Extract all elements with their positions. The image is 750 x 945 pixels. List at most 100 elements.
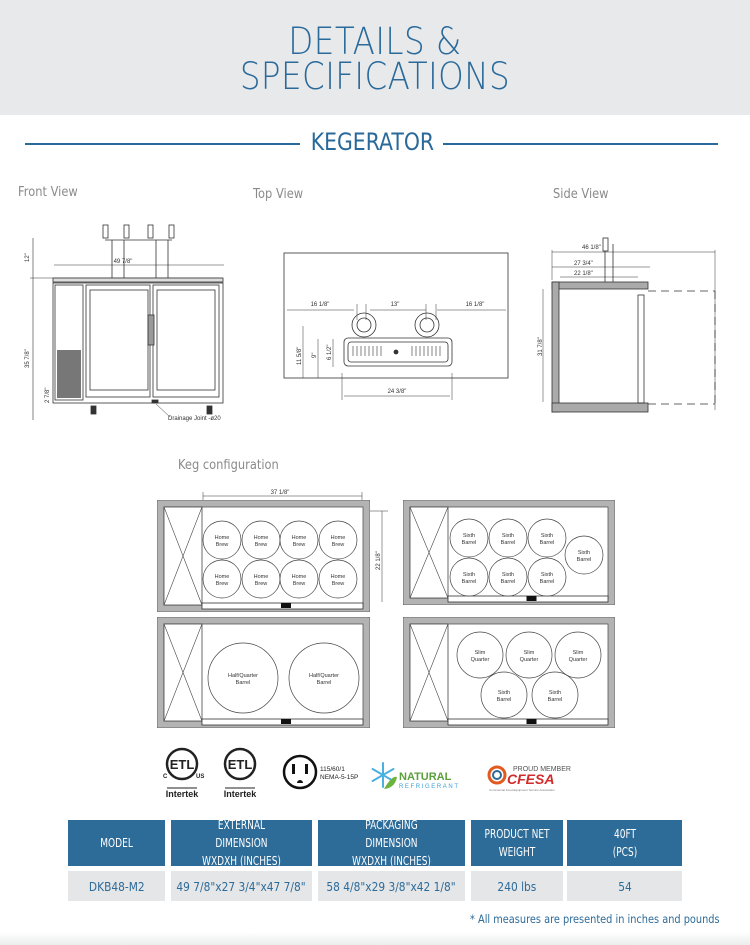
- svg-text:Quarter: Quarter: [471, 657, 490, 663]
- snowflake-icon: [371, 762, 395, 788]
- header-band: [0, 0, 750, 115]
- nema-plug-icon: 115/60/1 NEMA-5-15P: [282, 754, 358, 790]
- section-title: KEGERATOR: [310, 128, 435, 156]
- svg-text:Slim: Slim: [475, 650, 486, 656]
- top-left-dim: 16 1/8": [311, 302, 330, 308]
- svg-text:US: US: [196, 774, 204, 780]
- cell-packaging-dimension: 58 4/8"x29 3/8"x42 1/8": [318, 871, 465, 901]
- page-title-line1: DETAILS &: [288, 20, 462, 63]
- top-center-dim: 13": [391, 302, 400, 308]
- keg-home-brew: Home Brew: [318, 559, 358, 599]
- keg-configuration-label: Keg configuration: [178, 458, 279, 473]
- svg-text:Barrel: Barrel: [462, 540, 477, 546]
- side-depth-dim: 27 3/4": [574, 261, 593, 267]
- svg-text:Slim: Slim: [524, 650, 535, 656]
- leaf-icon: [384, 776, 397, 789]
- svg-text:Barrel: Barrel: [577, 557, 592, 563]
- svg-text:Barrel: Barrel: [462, 579, 477, 585]
- svg-text:Brew: Brew: [255, 542, 268, 548]
- keg-sixth-barrel: Sixth Barrel: [531, 671, 579, 719]
- svg-text:115/60/1: 115/60/1: [320, 766, 345, 773]
- svg-text:Intertek: Intertek: [166, 789, 200, 799]
- top-depth2-dim: 9": [312, 353, 318, 358]
- svg-text:Brew: Brew: [293, 581, 306, 587]
- front-base-dim: 2 7/8": [45, 388, 51, 403]
- svg-text:Half/Quarter: Half/Quarter: [309, 673, 339, 679]
- svg-text:Barrel: Barrel: [317, 680, 332, 686]
- etl-sanitation-logo: ETL Intertek: [224, 747, 258, 799]
- svg-text:Half/Quarter: Half/Quarter: [228, 673, 258, 679]
- svg-text:REFRIGERANT: REFRIGERANT: [399, 784, 460, 790]
- keg-sixth-barrel: Sixth Barrel: [527, 557, 567, 597]
- svg-text:Home: Home: [254, 535, 269, 541]
- natural-refrigerant-logo: NATURAL REFRIGERANT: [371, 762, 460, 790]
- svg-text:Quarter: Quarter: [520, 657, 539, 663]
- svg-text:Brew: Brew: [216, 542, 229, 548]
- cell-net-weight: 240 lbs: [471, 871, 563, 901]
- keg-sixth-barrel: Sixth Barrel: [488, 518, 528, 558]
- keg-config-3: Half/Quarter Barrel Half/Quarter Barrel: [157, 617, 370, 728]
- svg-text:Home: Home: [331, 535, 346, 541]
- svg-text:Home: Home: [292, 574, 307, 580]
- keg-half-quarter-barrel: Half/Quarter Barrel: [207, 642, 279, 714]
- keg-home-brew: Home Brew: [241, 520, 281, 560]
- front-view-label: Front View: [18, 185, 78, 200]
- svg-text:PROUD MEMBER: PROUD MEMBER: [513, 766, 571, 773]
- cell-external-dimension: 49 7/8"x27 3/4"x47 7/8": [171, 871, 312, 901]
- svg-text:Barrel: Barrel: [540, 579, 555, 585]
- svg-text:Barrel: Barrel: [548, 697, 563, 703]
- svg-text:Brew: Brew: [332, 542, 345, 548]
- section-divider-right: [443, 143, 718, 145]
- keg-config-1: Home Brew Home Brew Home Brew Home Brew …: [157, 500, 370, 612]
- svg-text:Barrel: Barrel: [501, 540, 516, 546]
- top-view-label: Top View: [253, 187, 304, 202]
- side-view-label: Side View: [553, 187, 609, 202]
- svg-text:Quarter: Quarter: [569, 657, 588, 663]
- section-divider-left: [25, 143, 300, 145]
- svg-text:Barrel: Barrel: [497, 697, 512, 703]
- svg-text:Sixth: Sixth: [502, 533, 514, 539]
- svg-text:Commercial Food Equipment Serv: Commercial Food Equipment Service Associ…: [489, 788, 555, 792]
- svg-text:Home: Home: [254, 574, 269, 580]
- svg-text:ETL: ETL: [170, 757, 195, 772]
- side-total-dim: 46 1/8": [582, 245, 601, 251]
- keg-slim-quarter: Slim Quarter: [505, 631, 553, 679]
- svg-text:Barrel: Barrel: [501, 579, 516, 585]
- svg-text:Sixth: Sixth: [541, 572, 553, 578]
- svg-text:Sixth: Sixth: [463, 572, 475, 578]
- top-tray-dim: 24 3/8": [388, 389, 407, 395]
- keg-config-2: Sixth Barrel Sixth Barrel Sixth Barrel S…: [403, 500, 615, 605]
- cell-model: DKB48-M2: [68, 871, 165, 901]
- keg-half-quarter-barrel: Half/Quarter Barrel: [288, 642, 360, 714]
- drainage-joint-label: Drainage Joint -ø20: [168, 416, 221, 422]
- keg-width-dim: 37 1/8": [271, 490, 290, 496]
- svg-text:Sixth: Sixth: [541, 533, 553, 539]
- keg-sixth-barrel: Sixth Barrel: [564, 535, 604, 575]
- keg-sixth-barrel: Sixth Barrel: [449, 518, 489, 558]
- keg-slim-quarter: Slim Quarter: [554, 631, 602, 679]
- keg-depth-dim: 22 1/8": [376, 551, 382, 570]
- keg-home-brew: Home Brew: [279, 520, 319, 560]
- svg-text:NEMA-5-15P: NEMA-5-15P: [320, 774, 358, 781]
- keg-sixth-barrel: Sixth Barrel: [480, 671, 528, 719]
- side-height-dim: 31 7/8": [538, 337, 544, 356]
- keg-slim-quarter: Slim Quarter: [456, 631, 504, 679]
- cell-40ft-pcs: 54: [567, 871, 682, 901]
- svg-text:Intertek: Intertek: [224, 789, 258, 799]
- svg-text:Barrel: Barrel: [540, 540, 555, 546]
- svg-text:Barrel: Barrel: [236, 680, 251, 686]
- svg-text:Sixth: Sixth: [502, 572, 514, 578]
- front-top-height-dim: 12": [25, 253, 31, 262]
- keg-home-brew: Home Brew: [202, 559, 242, 599]
- svg-text:NATURAL: NATURAL: [399, 771, 452, 783]
- beer-tap-icon: [102, 224, 175, 278]
- side-inner-dim: 22 1/8": [574, 271, 593, 277]
- svg-text:Sixth: Sixth: [549, 690, 561, 696]
- top-right-dim: 16 1/8": [466, 302, 485, 308]
- svg-text:Home: Home: [215, 535, 230, 541]
- front-view-drawing: 49 7/8" 12" 35 7/8" 2 7/8" Drainage Join…: [25, 224, 224, 422]
- page-title-line2: SPECIFICATIONS: [239, 55, 511, 98]
- keg-sixth-barrel: Sixth Barrel: [527, 518, 567, 558]
